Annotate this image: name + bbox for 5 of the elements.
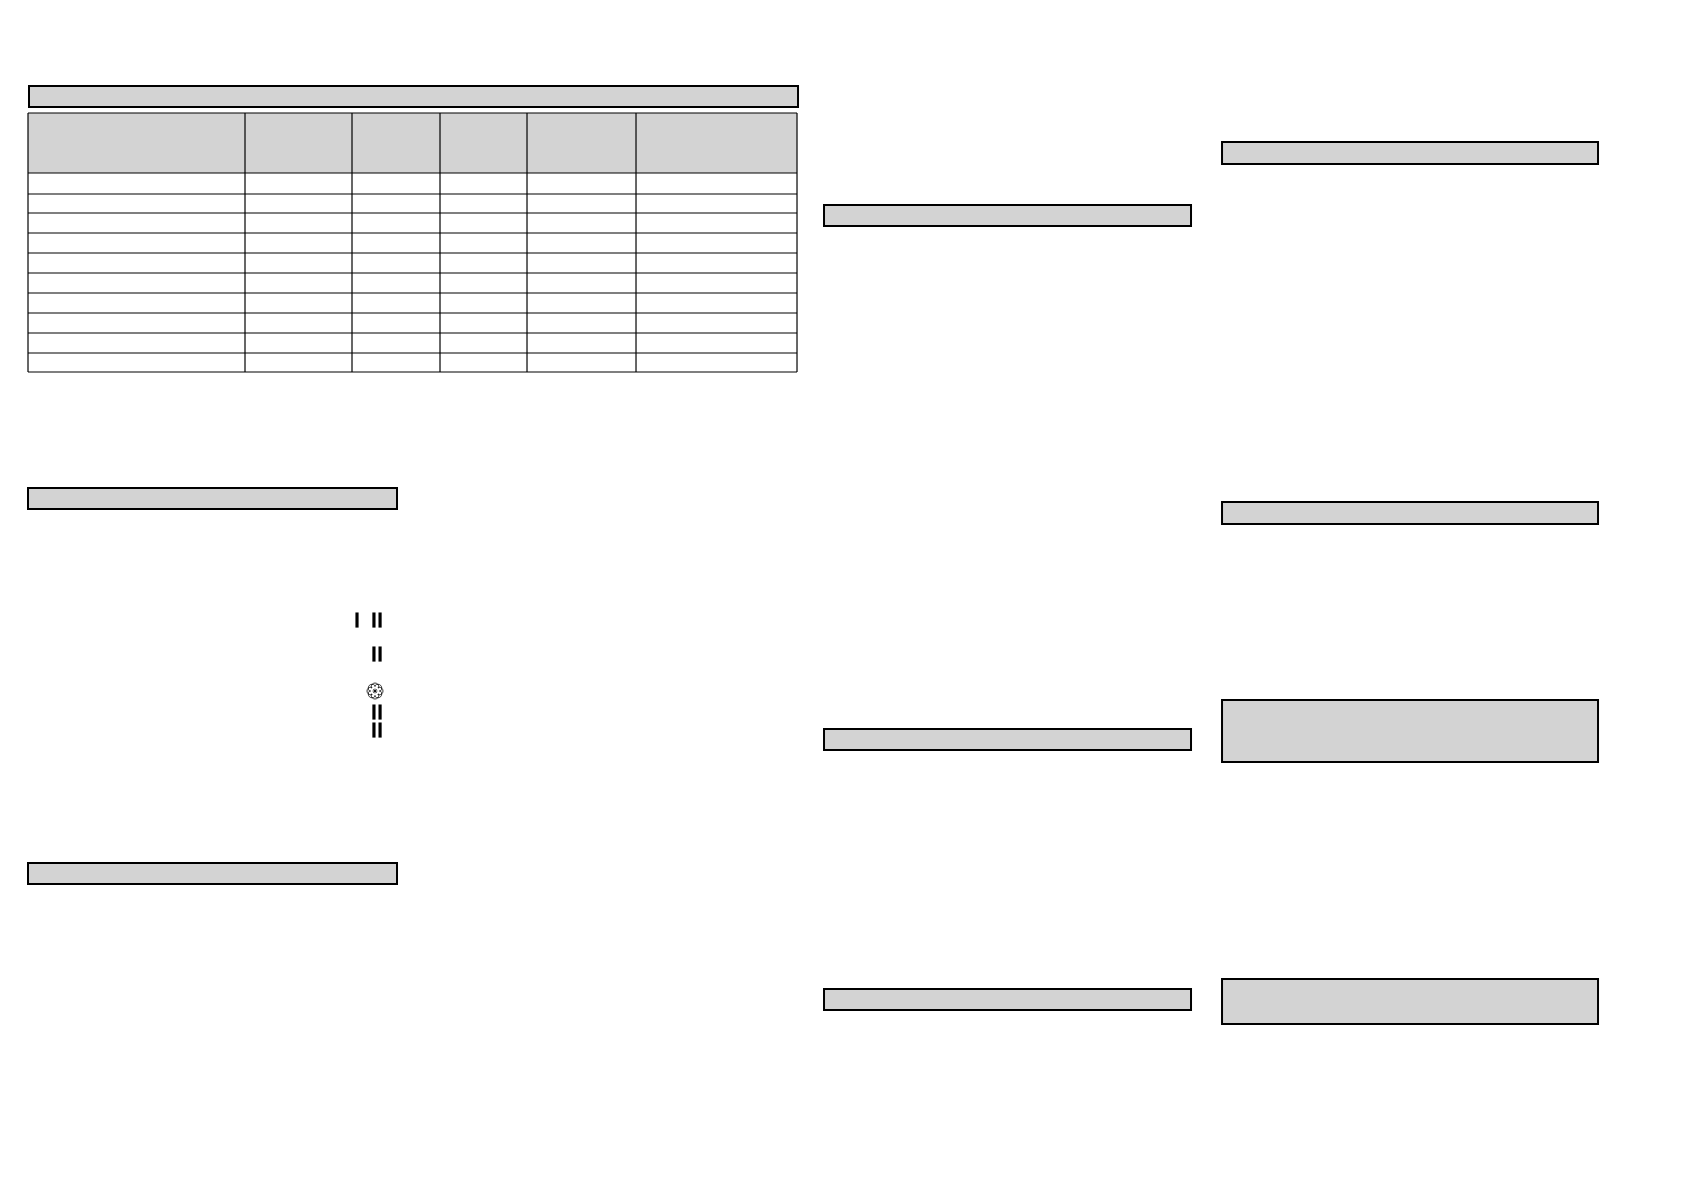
symbol-label: I xyxy=(355,612,359,628)
symbol-label: II xyxy=(372,646,382,662)
symbol-label: II xyxy=(372,612,382,628)
symbol-label: II xyxy=(372,704,382,720)
symbol-label: II xyxy=(372,722,382,738)
